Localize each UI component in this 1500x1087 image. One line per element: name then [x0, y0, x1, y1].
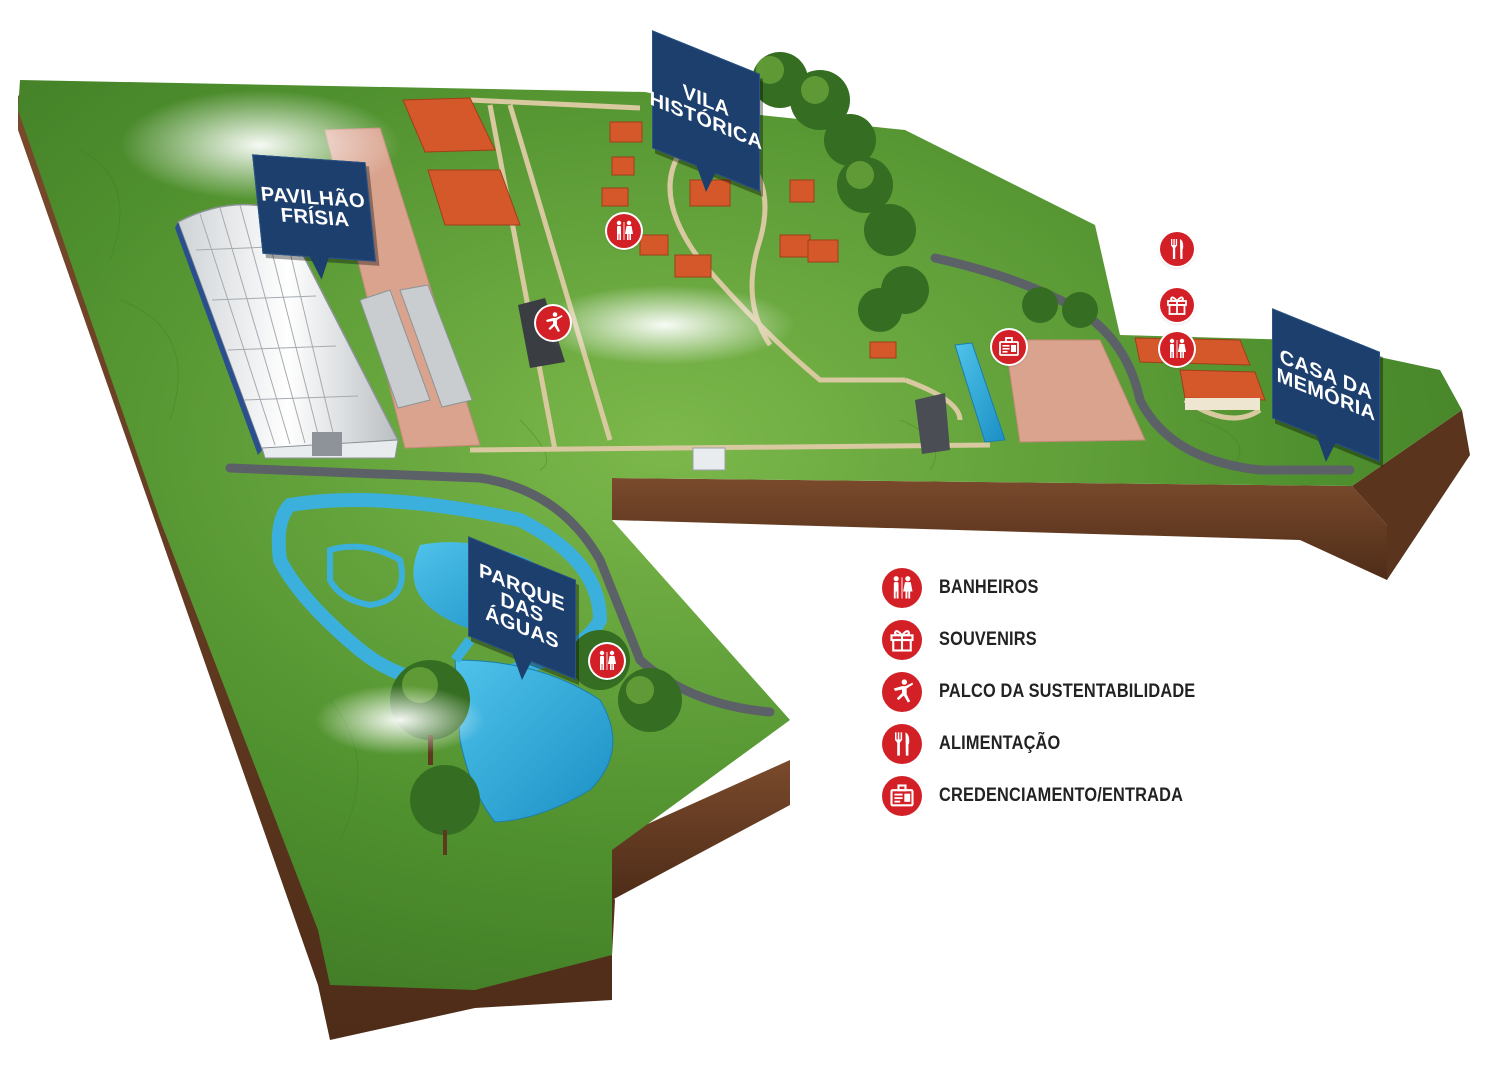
sign-pavilhao-frisia[interactable]: Pavilhão Frísia — [252, 154, 376, 281]
marker-parque-banheiros[interactable] — [590, 644, 624, 678]
sign-tail — [308, 255, 332, 281]
marker-casa-souvenirs[interactable] — [1160, 288, 1194, 322]
legend-label-credenciamento: CREDENCIAMENTO/ENTRADA — [939, 785, 1184, 806]
legend-item-palco: PALCO DA SUSTENTABILIDADE — [882, 666, 1237, 718]
legend-label-souvenirs: SOUVENIRS — [939, 629, 1037, 650]
roads — [225, 253, 1355, 717]
id-badge-icon — [999, 337, 1019, 356]
stage-performer-icon — [546, 312, 563, 332]
legend-item-souvenirs: SOUVENIRS — [882, 614, 1237, 666]
trees — [390, 52, 1098, 855]
legend-label-alimentacao: ALIMENTAÇÃO — [939, 733, 1061, 754]
footpaths — [469, 97, 1262, 453]
legend-label-banheiros: BANHEIROS — [939, 577, 1039, 598]
gift-icon — [1167, 296, 1187, 315]
legend-item-alimentacao: ALIMENTAÇÃO — [882, 718, 1237, 770]
id-badge-icon — [890, 784, 914, 807]
restroom-icon — [616, 220, 633, 240]
restroom-icon — [893, 576, 913, 599]
legend-icon-souvenirs — [882, 620, 922, 660]
legend-icon-banheiros — [882, 568, 922, 608]
fork-knife-icon — [1171, 239, 1184, 259]
marker-casa-alimentacao[interactable] — [1160, 232, 1194, 266]
sign-pavilhao-line2: Frísia — [279, 204, 351, 232]
stage-performer-icon — [893, 679, 914, 703]
legend-label-palco: PALCO DA SUSTENTABILIDADE — [939, 681, 1196, 702]
pavilion-building — [175, 203, 400, 459]
legend-icon-palco — [882, 672, 922, 712]
marker-casa-banheiros[interactable] — [1160, 332, 1194, 366]
sheds — [359, 284, 473, 409]
barns — [402, 97, 521, 226]
gift-icon — [890, 630, 914, 652]
restroom-icon — [599, 650, 616, 670]
legend-item-banheiros: BANHEIROS — [882, 562, 1237, 614]
map-legend: BANHEIROS SOUVENIRS PALCO DA SUSTENTABIL… — [882, 562, 1237, 822]
marker-palco[interactable] — [536, 306, 570, 340]
marker-vila-banheiros[interactable] — [607, 214, 641, 248]
legend-icon-credenciamento — [882, 776, 922, 816]
entrance-pool — [954, 342, 1006, 443]
marker-entrada[interactable] — [992, 330, 1026, 364]
fork-knife-icon — [895, 732, 910, 756]
legend-item-credenciamento: CREDENCIAMENTO/ENTRADA — [882, 770, 1237, 822]
village-houses — [601, 121, 897, 359]
restroom-icon — [1169, 338, 1186, 358]
legend-icon-alimentacao — [882, 724, 922, 764]
